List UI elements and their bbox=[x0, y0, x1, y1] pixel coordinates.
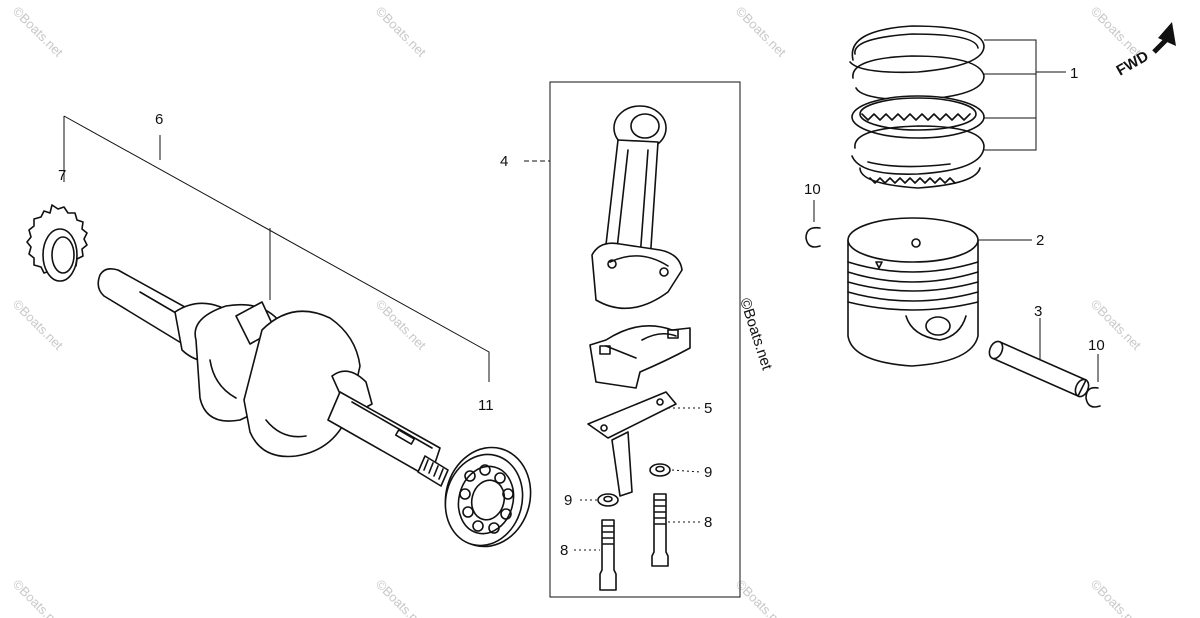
callout-3: 3 bbox=[1034, 303, 1042, 320]
watermark: ©Boats.net bbox=[10, 577, 66, 618]
callout-10: 10 bbox=[804, 181, 821, 198]
watermark: ©Boats.net bbox=[733, 4, 789, 60]
connecting-rod-box bbox=[524, 81, 741, 598]
oil-dipper bbox=[587, 391, 677, 497]
watermark: ©Boats.net bbox=[10, 297, 66, 353]
callout-9: 9 bbox=[564, 492, 572, 509]
connecting-rod-bolt bbox=[599, 493, 669, 591]
callout-10: 10 bbox=[1088, 337, 1105, 354]
timing-gear bbox=[26, 204, 88, 282]
connecting-rod bbox=[591, 105, 683, 310]
callout-4: 4 bbox=[500, 153, 508, 170]
callout-9: 9 bbox=[704, 464, 712, 481]
watermark: ©Boats.net bbox=[733, 577, 789, 618]
callout-2: 2 bbox=[1036, 232, 1044, 249]
watermark: ©Boats.net bbox=[1088, 577, 1144, 618]
callout-5: 5 bbox=[704, 400, 712, 417]
watermark: ©Boats.net bbox=[373, 577, 429, 618]
watermark: ©Boats.net bbox=[10, 4, 66, 60]
piston bbox=[847, 217, 1032, 367]
crankshaft bbox=[97, 268, 449, 487]
ball-bearing bbox=[444, 446, 532, 548]
callout-11: 11 bbox=[478, 397, 494, 414]
callout-1: 1 bbox=[1070, 65, 1078, 82]
piston-pin-clip bbox=[805, 200, 1101, 408]
copyright-mark: ©Boats.net bbox=[736, 296, 775, 373]
watermark: ©Boats.net bbox=[373, 297, 429, 353]
watermark: ©Boats.net bbox=[373, 4, 429, 60]
callout-labels: 1 2 3 4 5 6 7 8 8 9 9 10 10 11 bbox=[58, 65, 1105, 559]
crankshaft-group-bracket bbox=[63, 115, 490, 382]
callout-8: 8 bbox=[560, 542, 568, 559]
lock-washer bbox=[597, 463, 671, 507]
piston-pin bbox=[988, 318, 1090, 398]
rod-cap bbox=[589, 324, 691, 389]
piston-rings bbox=[849, 25, 1066, 189]
callout-8: 8 bbox=[704, 514, 712, 531]
callout-7: 7 bbox=[58, 167, 66, 184]
callout-6: 6 bbox=[155, 111, 163, 128]
